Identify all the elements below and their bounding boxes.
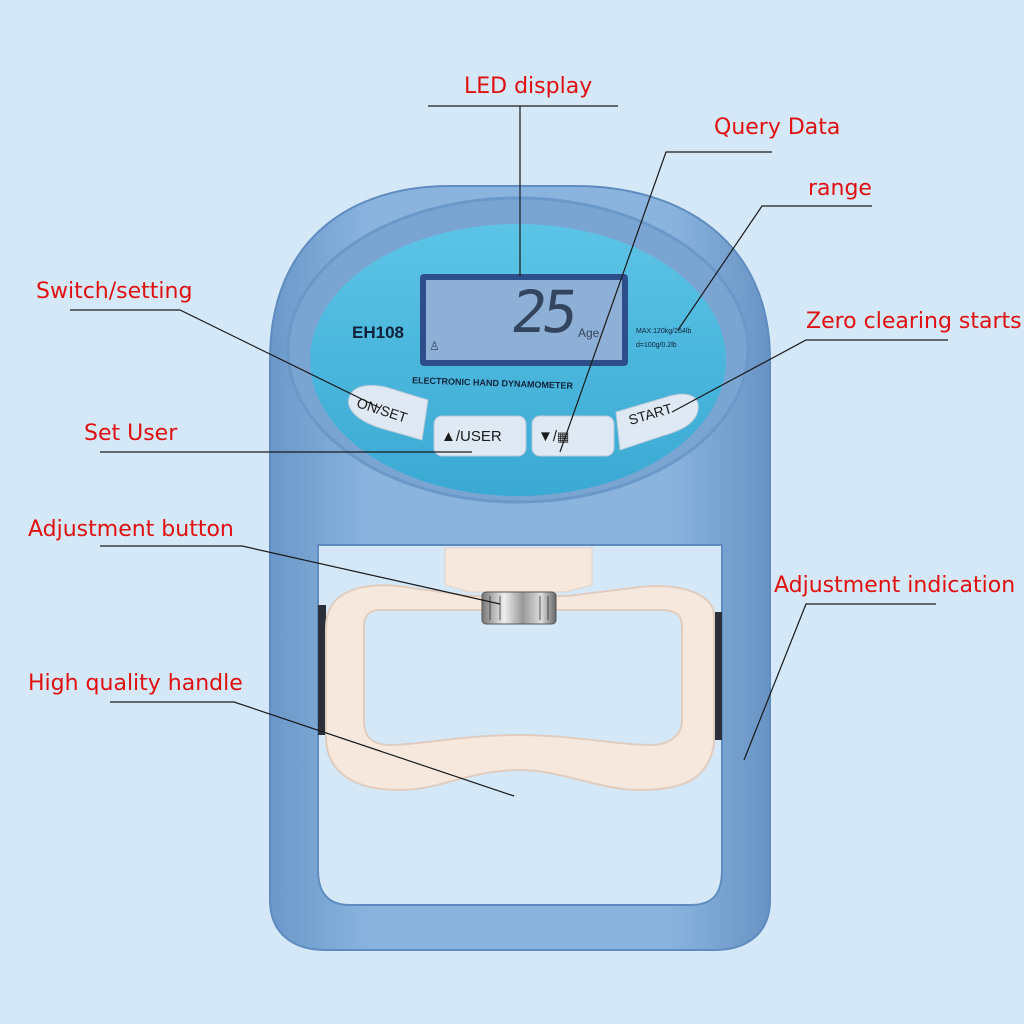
label-handle: High quality handle: [28, 671, 243, 696]
book-icon: ▦: [557, 429, 570, 444]
left-side-strip: [318, 605, 326, 735]
leader-range: [677, 205, 872, 331]
lcd-unit: Age: [578, 326, 600, 340]
query-button-label: ▼/: [538, 428, 558, 445]
lcd-screen: [426, 280, 622, 360]
lcd-readout: 25: [507, 278, 579, 346]
label-query-data: Query Data: [714, 115, 841, 140]
label-range: range: [808, 176, 872, 201]
leader-handle: [110, 701, 515, 797]
handle: [325, 584, 715, 792]
label-adjustment-button: Adjustment button: [28, 517, 234, 542]
label-switch-setting: Switch/setting: [36, 279, 193, 304]
person-icon: ♙: [429, 339, 440, 353]
adjustment-indication-strip: [714, 612, 722, 740]
spec-max: MAX:120kg/264lb: [636, 328, 692, 335]
leader-query-data: [559, 151, 772, 453]
adjustment-knob: [481, 591, 557, 625]
query-button[interactable]: ▼/▦: [538, 428, 569, 445]
label-adjustment-indication: Adjustment indication: [774, 573, 1016, 598]
leader-switch-setting: [70, 309, 381, 409]
model-label: EH108: [352, 323, 404, 342]
user-button[interactable]: ▲/USER: [441, 428, 502, 445]
handle-stem: [444, 547, 593, 593]
label-set-user: Set User: [84, 421, 178, 446]
label-zero-clearing: Zero clearing starts: [806, 309, 1022, 334]
leader-adjustment-button: [100, 545, 501, 605]
button-shapes: [348, 384, 699, 457]
leader-adjustment-indication: [743, 603, 936, 761]
label-led-display: LED display: [464, 74, 593, 99]
leader-zero-clearing: [671, 339, 948, 413]
spec-resolution: d=100g/0.2lb: [636, 342, 677, 349]
leader-lines: [70, 105, 948, 797]
